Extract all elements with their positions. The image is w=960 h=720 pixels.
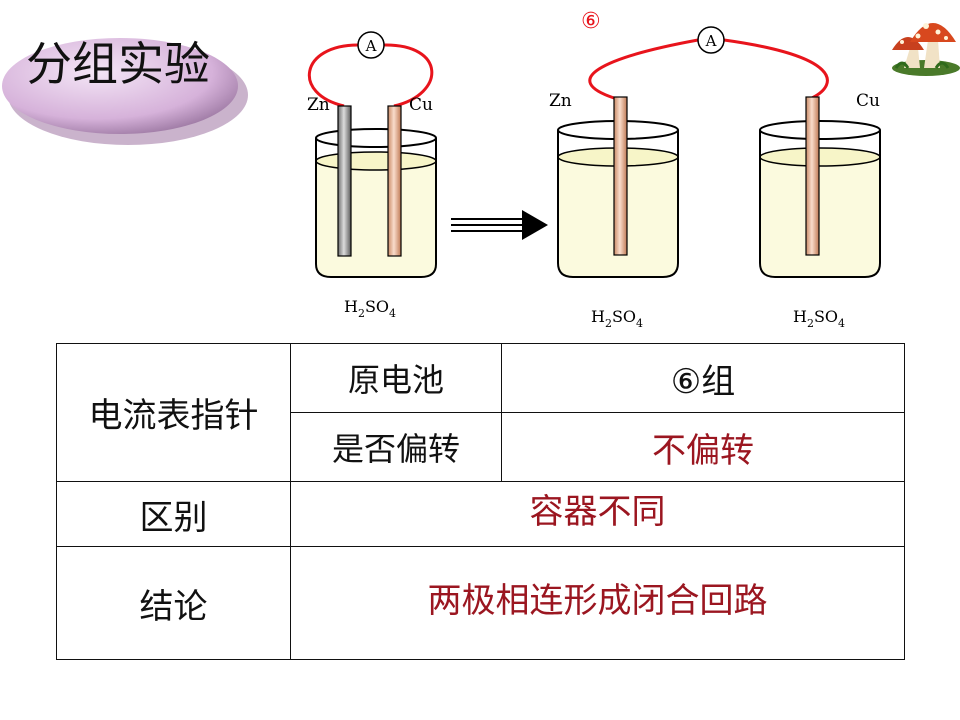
right-cu-label: Cu <box>856 91 880 111</box>
table-row: 是否偏转 不偏转 <box>57 412 905 482</box>
left-solution-label: H2SO4 <box>344 297 396 320</box>
right-setup: A Zn Cu H2SO4 H2SO4 <box>549 26 881 330</box>
right-zn-electrode <box>613 96 628 256</box>
transition-arrow <box>451 210 548 240</box>
ammeter-icon: A <box>365 37 377 55</box>
group-marker: ⑥ <box>581 9 601 34</box>
beaker-a-solution-label: H2SO4 <box>591 307 643 330</box>
right-ammeter: A <box>697 26 725 54</box>
left-cu-electrode <box>387 105 402 257</box>
page-title: 分组实验 <box>26 37 210 91</box>
row-label-conclusion: 结论 <box>56 546 291 660</box>
cell-closed-circuit: 两极相连形成闭合回路 <box>290 546 905 660</box>
title-badge: 分组实验 <box>2 37 248 145</box>
right-wire <box>588 38 829 100</box>
row-label-ammeter-needle: 电流表指针 <box>56 343 291 482</box>
cell-deflection-question: 是否偏转 <box>290 412 502 482</box>
beaker-b <box>759 120 881 278</box>
table-row: 区别 容器不同 <box>56 481 905 547</box>
cell-no-deflection: 不偏转 <box>501 412 905 482</box>
cell-galvanic-cell: 原电池 <box>290 343 502 413</box>
left-cu-label: Cu <box>409 95 433 115</box>
left-beaker <box>315 128 437 278</box>
mushroom-icon <box>892 23 960 76</box>
row-label-difference: 区别 <box>56 481 291 547</box>
table-row: 结论 两极相连形成闭合回路 <box>56 546 905 660</box>
cell-group-six: ⑥组 <box>501 343 905 413</box>
table-row: 电流表指针 原电池 ⑥组 <box>56 343 905 482</box>
left-ammeter: A <box>357 31 385 59</box>
cell-different-container: 容器不同 <box>290 481 905 547</box>
left-zn-electrode <box>337 105 352 257</box>
right-zn-label: Zn <box>549 91 572 111</box>
left-wire <box>307 43 434 108</box>
beaker-b-solution-label: H2SO4 <box>793 307 845 330</box>
ammeter-icon: A <box>705 32 717 50</box>
left-zn-label: Zn <box>307 95 330 115</box>
results-table: 电流表指针 原电池 ⑥组 是否偏转 不偏转 区别 容器不同 结论 两极相连形成闭… <box>56 343 905 660</box>
left-setup: A Zn Cu H2SO4 <box>307 31 437 320</box>
right-cu-electrode <box>805 96 820 256</box>
